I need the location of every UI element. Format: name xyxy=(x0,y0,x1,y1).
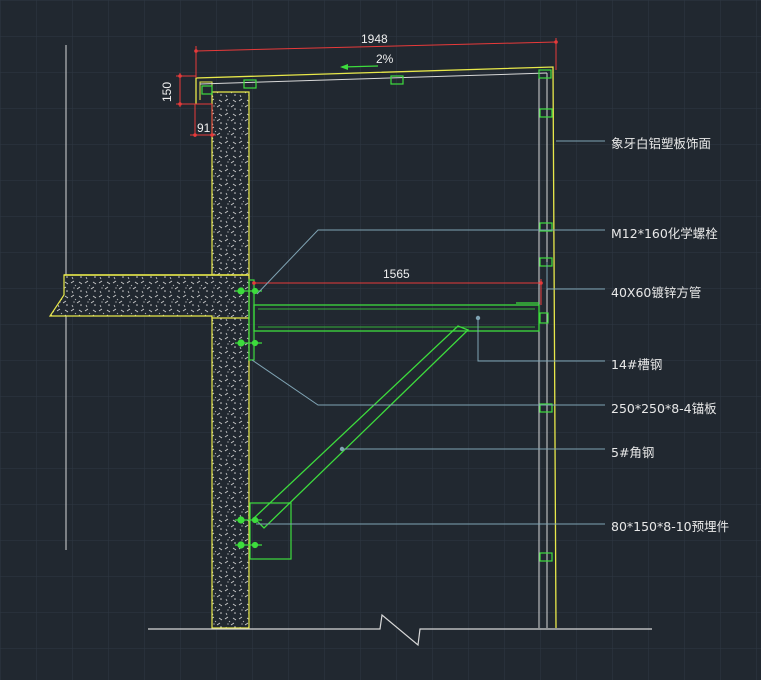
ground-line xyxy=(148,613,652,647)
dim-small-offset: 91 xyxy=(197,121,211,135)
square-tubes xyxy=(201,69,553,562)
top-cladding xyxy=(195,66,557,629)
dim-height-left: 150 xyxy=(160,81,174,102)
label-square-tube: 40X60镀锌方管 xyxy=(611,285,702,300)
top-cladding-line xyxy=(199,72,548,85)
dimension-ticks xyxy=(178,40,558,285)
label-anchor-plate: 250*250*8-4锚板 xyxy=(611,401,717,416)
angle-steel-brace xyxy=(253,325,470,529)
leader-dots xyxy=(339,315,481,452)
concrete-wall xyxy=(211,91,250,629)
concrete-slab xyxy=(48,274,250,319)
label-embedded-part: 80*150*8-10预埋件 xyxy=(611,519,730,534)
embedded-part xyxy=(249,502,292,560)
leader-lines xyxy=(251,140,605,525)
label-channel-steel: 14#槽钢 xyxy=(611,357,663,372)
dim-top-width: 1948 xyxy=(361,32,388,46)
bolts xyxy=(235,287,262,549)
label-angle-steel: 5#角钢 xyxy=(611,445,655,460)
label-cladding: 象牙白铝塑板饰面 xyxy=(611,136,712,151)
anchor-plate xyxy=(248,279,255,361)
dim-beam-length: 1565 xyxy=(383,267,410,281)
label-chemical-bolt: M12*160化学螺栓 xyxy=(611,226,718,241)
dim-slope: 2% xyxy=(376,52,394,66)
